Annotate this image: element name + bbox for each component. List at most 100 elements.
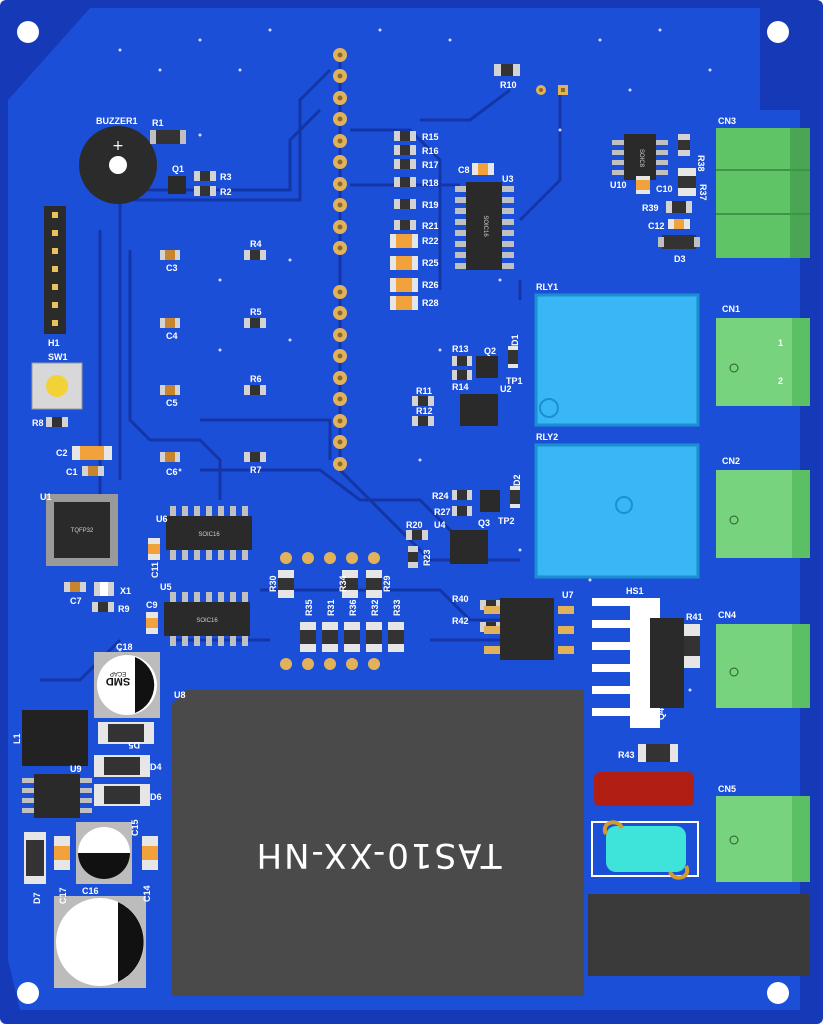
- u6-ic: SOIC16 U6 C11: [148, 506, 252, 578]
- relay-driver-2: R24 R27 D2 TP2 Q3 U4 R20 R23: [406, 474, 522, 568]
- r13-label: R13: [452, 344, 469, 354]
- c7-x1-r9: C7 X1 R9: [64, 582, 131, 614]
- q2-label: Q2: [484, 346, 496, 356]
- u4-label: U4: [434, 520, 446, 530]
- r12-label: R12: [416, 406, 433, 416]
- c18-label: C18: [116, 642, 133, 652]
- r16-label: R16: [422, 146, 439, 156]
- sw1-label: SW1: [48, 352, 68, 362]
- r19-label: R19: [422, 200, 439, 210]
- relay-rly1: RLY1: [534, 282, 700, 427]
- terminal-cn1: CN1 1 2: [716, 304, 810, 406]
- u7-area: R40 R42 U7: [452, 590, 574, 660]
- c18-sub: ECAP: [110, 670, 126, 676]
- r26-label: R26: [422, 280, 439, 290]
- c3-label: C3: [166, 263, 178, 273]
- d6-label: D6: [150, 792, 162, 802]
- module-text: TAS10-XX-NH: [255, 835, 503, 875]
- r15-label: R15: [422, 132, 439, 142]
- fuse-area: R43: [591, 744, 699, 880]
- c7-label: C7: [70, 596, 82, 606]
- u2-label: U2: [500, 384, 512, 394]
- c9-label: C9: [146, 600, 158, 610]
- r30-label: R30: [268, 575, 278, 592]
- r5-label: R5: [250, 307, 262, 317]
- r29-label: R29: [382, 575, 392, 592]
- heatsink-hs1: HS1 R41 Q4: [592, 586, 703, 728]
- d1-label: D1: [510, 334, 520, 346]
- cn1-pin2: 2: [778, 376, 783, 386]
- r6-label: R6: [250, 374, 262, 384]
- r4-r7: R4 R5 R6 R7: [244, 239, 266, 475]
- mounting-holes: [17, 21, 789, 1004]
- u3-package: SOIC16: [482, 215, 488, 237]
- u9-label: U9: [70, 764, 82, 774]
- c11-label: C11: [150, 562, 160, 578]
- r42-label: R42: [452, 616, 469, 626]
- r10-label: R10: [500, 80, 517, 90]
- r35-label: R35: [304, 599, 314, 616]
- c5-label: C5: [166, 398, 178, 408]
- r20-label: R20: [406, 520, 423, 530]
- svg-text:+: +: [112, 138, 124, 154]
- cn2-label: CN2: [722, 456, 740, 466]
- r28-label: R28: [422, 298, 439, 308]
- capacitor-c16: C16: [54, 886, 146, 988]
- r34-label: R34: [338, 575, 348, 592]
- d3-label: D3: [674, 254, 686, 264]
- c2-label: C2: [56, 448, 68, 458]
- u5-label: U5: [160, 582, 172, 592]
- tp2-label: TP2: [498, 516, 515, 526]
- u8-label: U8: [174, 690, 186, 700]
- power-module-u8: TAS10-XX-NH U8: [172, 690, 584, 996]
- r24-label: R24: [432, 491, 449, 501]
- u5-ic: SOIC16 U5 C9: [146, 582, 250, 646]
- u1-mcu: TQFP32 U1: [40, 492, 118, 566]
- r11-label: R11: [416, 386, 432, 396]
- r3-label: R3: [220, 172, 232, 182]
- u10-label: U10: [610, 180, 627, 190]
- side-caps: C17 C14 D7: [24, 832, 158, 904]
- pin-column: [333, 48, 347, 471]
- r25-label: R25: [422, 258, 439, 268]
- c8-label: C8: [458, 165, 470, 175]
- c17-label: C17: [58, 887, 68, 904]
- r1-label: R1: [152, 118, 164, 128]
- r38-label: R38: [696, 155, 706, 172]
- r33-label: R33: [392, 599, 402, 616]
- capacitor-c18: SMD ECAP C18: [94, 642, 160, 718]
- q4-label: Q4: [656, 708, 666, 720]
- r7-label: R7: [250, 465, 262, 475]
- r21-label: R21: [422, 221, 439, 231]
- r17-label: R17: [422, 160, 439, 170]
- r41-label: R41: [686, 612, 703, 622]
- r2-label: R2: [220, 187, 232, 197]
- l1-label: L1: [12, 733, 22, 744]
- cn1-label: CN1: [722, 304, 740, 314]
- r32-label: R32: [370, 599, 380, 616]
- d7-label: D7: [32, 892, 42, 904]
- r40-label: R40: [452, 594, 469, 604]
- rly1-label: RLY1: [536, 282, 558, 292]
- d5-label: D5: [128, 740, 140, 750]
- u6-package: SOIC16: [198, 532, 220, 538]
- c18-mark: SMD: [106, 675, 131, 687]
- power-connector: [588, 894, 810, 976]
- u3-label: U3: [502, 174, 514, 184]
- u9-regulator: U9: [22, 764, 92, 818]
- inductor-l1: L1: [12, 710, 88, 766]
- tp1-label: TP1: [506, 376, 523, 386]
- u1-package: TQFP32: [71, 528, 94, 534]
- r22-label: R22: [422, 236, 439, 246]
- c10-label: C10: [656, 184, 673, 194]
- d2-label: D2: [512, 474, 522, 486]
- r23-label: R23: [422, 549, 432, 566]
- r31-label: R31: [326, 599, 336, 616]
- q3-label: Q3: [478, 518, 490, 528]
- c14-label: C14: [142, 885, 152, 902]
- c6-label: C6: [166, 467, 178, 477]
- rly2-label: RLY2: [536, 432, 558, 442]
- c1-c2: C2 C1: [56, 446, 112, 477]
- r37-label: R37: [698, 184, 708, 201]
- u10-area: SOIC8 U10 C10 R38 R37 R39 C12 D3: [610, 134, 708, 264]
